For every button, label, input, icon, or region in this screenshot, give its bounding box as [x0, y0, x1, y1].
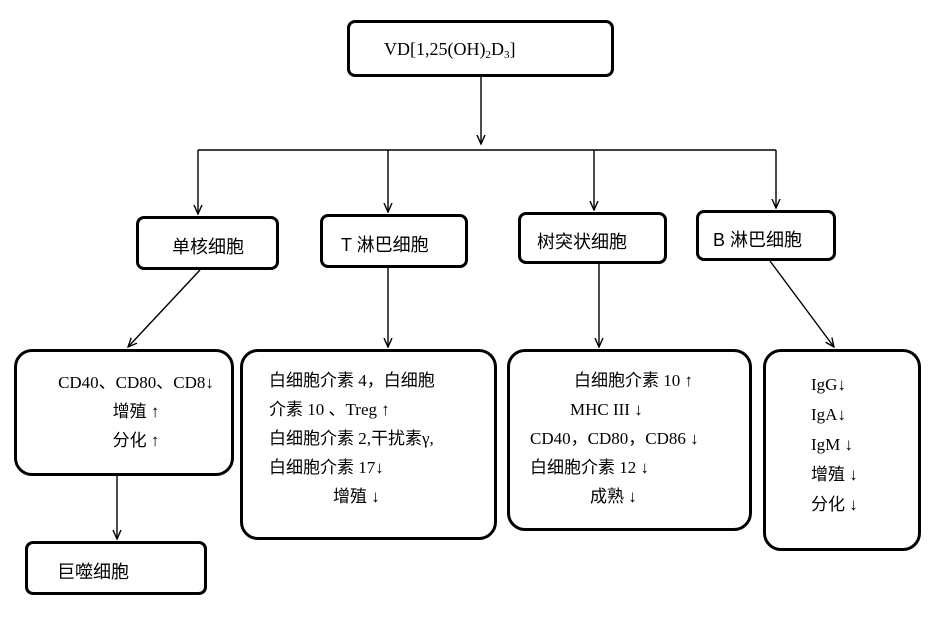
b-cell-effect-line: 增殖 ↓ [811, 465, 858, 484]
b-cell-effect-line: IgA↓ [811, 405, 846, 424]
monocyte-effect-line: 分化 ↑ [112, 431, 160, 450]
t-cell-effect-line: 白细胞介素 2,干扰素γ, [269, 429, 434, 448]
b-cell-effect-line: IgM ↓ [811, 435, 854, 454]
t-cell-effect-line: 增殖 ↓ [333, 487, 380, 506]
dendritic-effects-box: 白细胞介素 10 ↑ MHC III ↓ CD40，CD80，CD86 ↓ 白细… [507, 349, 752, 531]
t-cell-effect-line: 白细胞介素 17↓ [269, 458, 384, 477]
b-cell-node: B 淋巴细胞 [696, 210, 836, 261]
dendritic-effect-line: 白细胞介素 10 ↑ [574, 371, 693, 390]
dendritic-effect-line: CD40，CD80，CD86 ↓ [530, 429, 699, 448]
b-cell-label: B 淋巴细胞 [713, 230, 803, 250]
b-cell-effects-box: IgG↓ IgA↓ IgM ↓ 增殖 ↓ 分化 ↓ [763, 349, 921, 551]
macrophage-label: 巨噬细胞 [57, 562, 129, 582]
monocyte-effect-line: CD40、CD80、CD8↓ [58, 373, 214, 392]
dendritic-effect-line: 成熟 ↓ [590, 487, 637, 506]
arrow-monocyte-effects [128, 269, 201, 347]
monocyte-effect-line: 增殖 ↑ [112, 402, 160, 421]
root-label: VD[1,25(OH)2D3] [384, 39, 516, 61]
monocyte-effects-box: CD40、CD80、CD8↓ 增殖 ↑ 分化 ↑ [14, 349, 234, 476]
dendritic-effect-line: MHC III ↓ [570, 400, 643, 419]
dendritic-effect-line: 白细胞介素 12 ↓ [530, 458, 649, 477]
monocyte-node: 单核细胞 [136, 216, 279, 270]
b-cell-effect-line: IgG↓ [811, 375, 846, 394]
monocyte-label: 单核细胞 [172, 237, 244, 257]
t-cell-node: T 淋巴细胞 [320, 214, 468, 268]
root-node: VD[1,25(OH)2D3] [347, 20, 614, 77]
t-cell-effects-box: 白细胞介素 4，白细胞 介素 10 、Treg ↑ 白细胞介素 2,干扰素γ, … [240, 349, 497, 540]
macrophage-node: 巨噬细胞 [25, 541, 207, 595]
b-cell-effect-line: 分化 ↓ [811, 495, 858, 514]
t-cell-effect-line: 介素 10 、Treg ↑ [269, 400, 390, 419]
dendritic-cell-node: 树突状细胞 [518, 212, 667, 264]
arrow-b-cell-effects [769, 260, 834, 347]
dendritic-cell-label: 树突状细胞 [537, 232, 627, 252]
t-cell-effect-line: 白细胞介素 4，白细胞 [269, 371, 435, 390]
t-cell-label: T 淋巴细胞 [341, 235, 429, 255]
